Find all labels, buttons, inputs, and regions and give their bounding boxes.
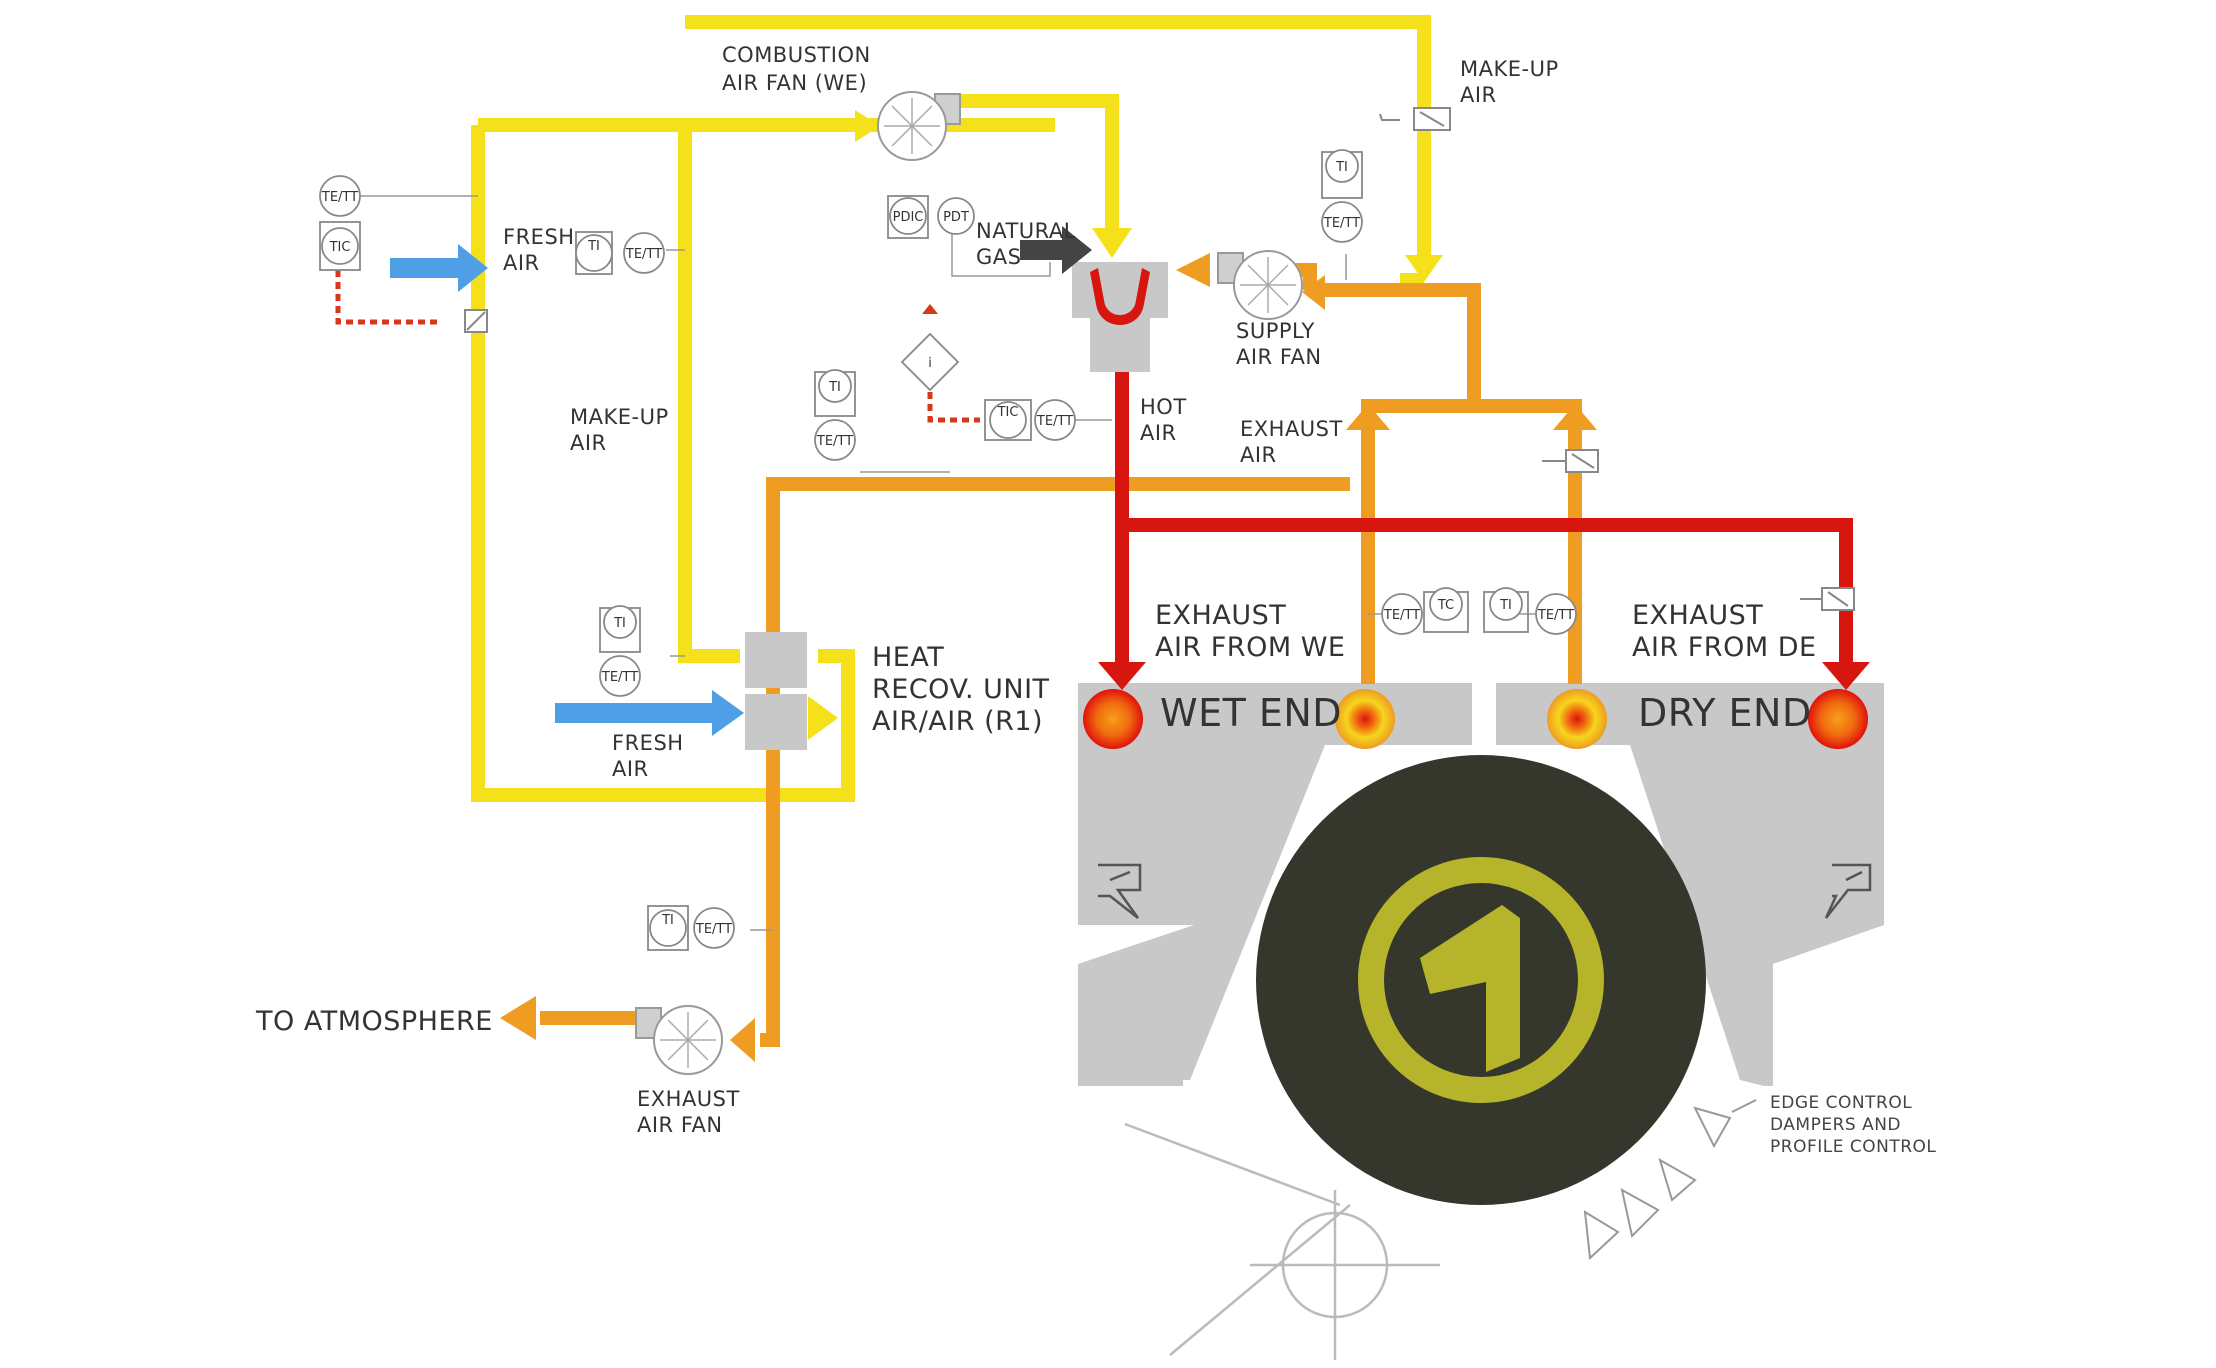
instr-te-tt-hru bbox=[599, 655, 641, 697]
hood-dry-end bbox=[1496, 683, 1884, 1086]
tag-ti: TI bbox=[1499, 598, 1512, 613]
instr-ti-de bbox=[1489, 587, 1523, 621]
tag-te-tt: TE/TT bbox=[695, 922, 732, 937]
hot-air-lines bbox=[1115, 370, 1853, 662]
label-fresh-air-top: FRESH AIR bbox=[503, 225, 582, 275]
edge-damper-icons bbox=[1098, 863, 1872, 919]
label-hot-air: HOT AIR bbox=[1140, 395, 1194, 445]
combustion-fan-icon bbox=[877, 91, 961, 161]
arrow-make-up-air-down bbox=[1405, 255, 1443, 282]
instr-pdic bbox=[889, 197, 927, 235]
instr-ti-fresh bbox=[575, 234, 613, 272]
supply-fan-icon bbox=[1217, 250, 1303, 320]
arrow-hot-air-we bbox=[1098, 662, 1146, 690]
arrow-to-exhaust-fan bbox=[730, 1018, 755, 1062]
tag-pdic: PDIC bbox=[893, 210, 924, 225]
label-wet-end: WET END bbox=[1160, 691, 1342, 735]
tag-te-tt: TE/TT bbox=[321, 190, 358, 205]
arrow-to-combustion-fan bbox=[855, 110, 880, 142]
fresh-air-inlet-top bbox=[390, 244, 488, 292]
instr-tc-we bbox=[1429, 587, 1463, 621]
hood-wet-end bbox=[1078, 683, 1472, 1086]
press-roll bbox=[1124, 1122, 1440, 1360]
indicator-diamond bbox=[900, 332, 960, 392]
tag-ti: TI bbox=[661, 913, 674, 928]
tag-tic: TIC bbox=[329, 240, 351, 255]
tag-ti: TI bbox=[1335, 160, 1348, 175]
tag-tc: TC bbox=[1437, 598, 1454, 613]
instr-ti-hru bbox=[603, 605, 637, 639]
label-combustion-fan: COMBUSTION AIR FAN (WE) bbox=[722, 43, 878, 95]
tag-ti: TI bbox=[613, 616, 626, 631]
label-to-atmosphere: TO ATMOSPHERE bbox=[255, 1006, 493, 1037]
tag-tic: TIC bbox=[997, 405, 1019, 420]
label-exhaust-de: EXHAUST AIR FROM DE bbox=[1632, 600, 1817, 663]
flame-icon bbox=[1090, 268, 1150, 325]
label-supply-fan: SUPPLY AIR FAN bbox=[1236, 319, 1322, 369]
tag-te-tt: TE/TT bbox=[1383, 608, 1420, 623]
arrow-exhaust-up-de bbox=[1553, 404, 1597, 430]
instr-te-tt-exhaust-fan bbox=[693, 907, 735, 949]
exhaust-fan-icon bbox=[635, 1005, 723, 1075]
tag-te-tt: TE/TT bbox=[625, 247, 662, 262]
label-make-up-air-left: MAKE-UP AIR bbox=[570, 405, 676, 455]
label-exhaust-air: EXHAUST AIR bbox=[1240, 417, 1350, 467]
burner bbox=[1020, 226, 1168, 372]
exhaust-air-lines bbox=[760, 263, 1582, 1047]
logo-ring bbox=[1358, 857, 1604, 1103]
tag-te-tt: TE/TT bbox=[1036, 414, 1073, 429]
edge-control-triangles bbox=[1583, 1099, 1757, 1261]
label-dry-end: DRY END bbox=[1638, 691, 1812, 735]
tag-te-tt: TE/TT bbox=[601, 670, 638, 685]
instr-pdt bbox=[937, 197, 975, 235]
label-exhaust-fan: EXHAUST AIR FAN bbox=[637, 1087, 747, 1137]
yankee-cylinder bbox=[1256, 755, 1706, 1205]
tag-pdt: PDT bbox=[943, 210, 969, 225]
label-fresh-air-bottom: FRESH AIR bbox=[612, 731, 691, 781]
nozzle-de-left bbox=[1547, 689, 1607, 749]
nozzle-we-left bbox=[1083, 689, 1143, 749]
damper-icons bbox=[464, 107, 1855, 611]
tag-te-tt: TE/TT bbox=[816, 434, 853, 449]
fresh-air-lines bbox=[471, 15, 1431, 802]
tag-te-tt: TE/TT bbox=[1537, 608, 1574, 623]
natural-gas-arrow bbox=[1020, 226, 1092, 274]
dryer-hood bbox=[1078, 683, 1884, 1086]
instr-te-tt-de bbox=[1535, 593, 1577, 635]
arrow-hot-air-de bbox=[1822, 662, 1870, 690]
nozzle-we-right bbox=[1335, 689, 1395, 749]
arrow-exhaust-up-we bbox=[1346, 404, 1390, 430]
tag-te-tt: TE/TT bbox=[1323, 216, 1360, 231]
label-natural-gas: NATURAL GAS bbox=[976, 219, 1083, 269]
arrow-into-heat-recovery bbox=[808, 696, 838, 740]
instr-te-tt-supply bbox=[1321, 201, 1363, 243]
label-exhaust-we: EXHAUST AIR FROM WE bbox=[1155, 600, 1345, 663]
instr-tic-burner bbox=[989, 401, 1027, 439]
instr-te-tt-exhaust bbox=[814, 419, 856, 461]
instr-ti-supply bbox=[1325, 149, 1359, 183]
instr-te-tt-burner bbox=[1034, 399, 1076, 441]
label-heat-recovery: HEAT RECOV. UNIT AIR/AIR (R1) bbox=[872, 642, 1059, 737]
tag-ti: TI bbox=[587, 239, 600, 254]
arrow-to-burner bbox=[1092, 228, 1132, 258]
label-edge-control: EDGE CONTROL DAMPERS AND PROFILE CONTROL bbox=[1770, 1093, 1936, 1157]
arrow-supply-to-burner bbox=[1176, 253, 1210, 287]
instr-te-tt-topleft bbox=[319, 175, 361, 217]
instr-te-tt-fresh bbox=[623, 232, 665, 274]
arrow-to-atmosphere bbox=[500, 996, 536, 1040]
instr-ti-exhaust-fan bbox=[649, 909, 687, 947]
control-line-tic bbox=[335, 270, 440, 325]
instr-tic-topleft bbox=[321, 227, 359, 265]
nozzle-de-right bbox=[1808, 689, 1868, 749]
arrow-to-supply-fan bbox=[1302, 275, 1325, 310]
fresh-air-inlet-bottom bbox=[555, 690, 744, 736]
tag-ti: TI bbox=[828, 380, 841, 395]
logo-mark bbox=[1420, 905, 1520, 1072]
instr-te-tt-we bbox=[1381, 593, 1423, 635]
heat-recovery-unit bbox=[745, 632, 807, 750]
instr-ti-exhaust bbox=[818, 369, 852, 403]
label-make-up-air-top: MAKE-UP AIR bbox=[1460, 57, 1566, 107]
tag-indicator: i bbox=[928, 356, 932, 371]
